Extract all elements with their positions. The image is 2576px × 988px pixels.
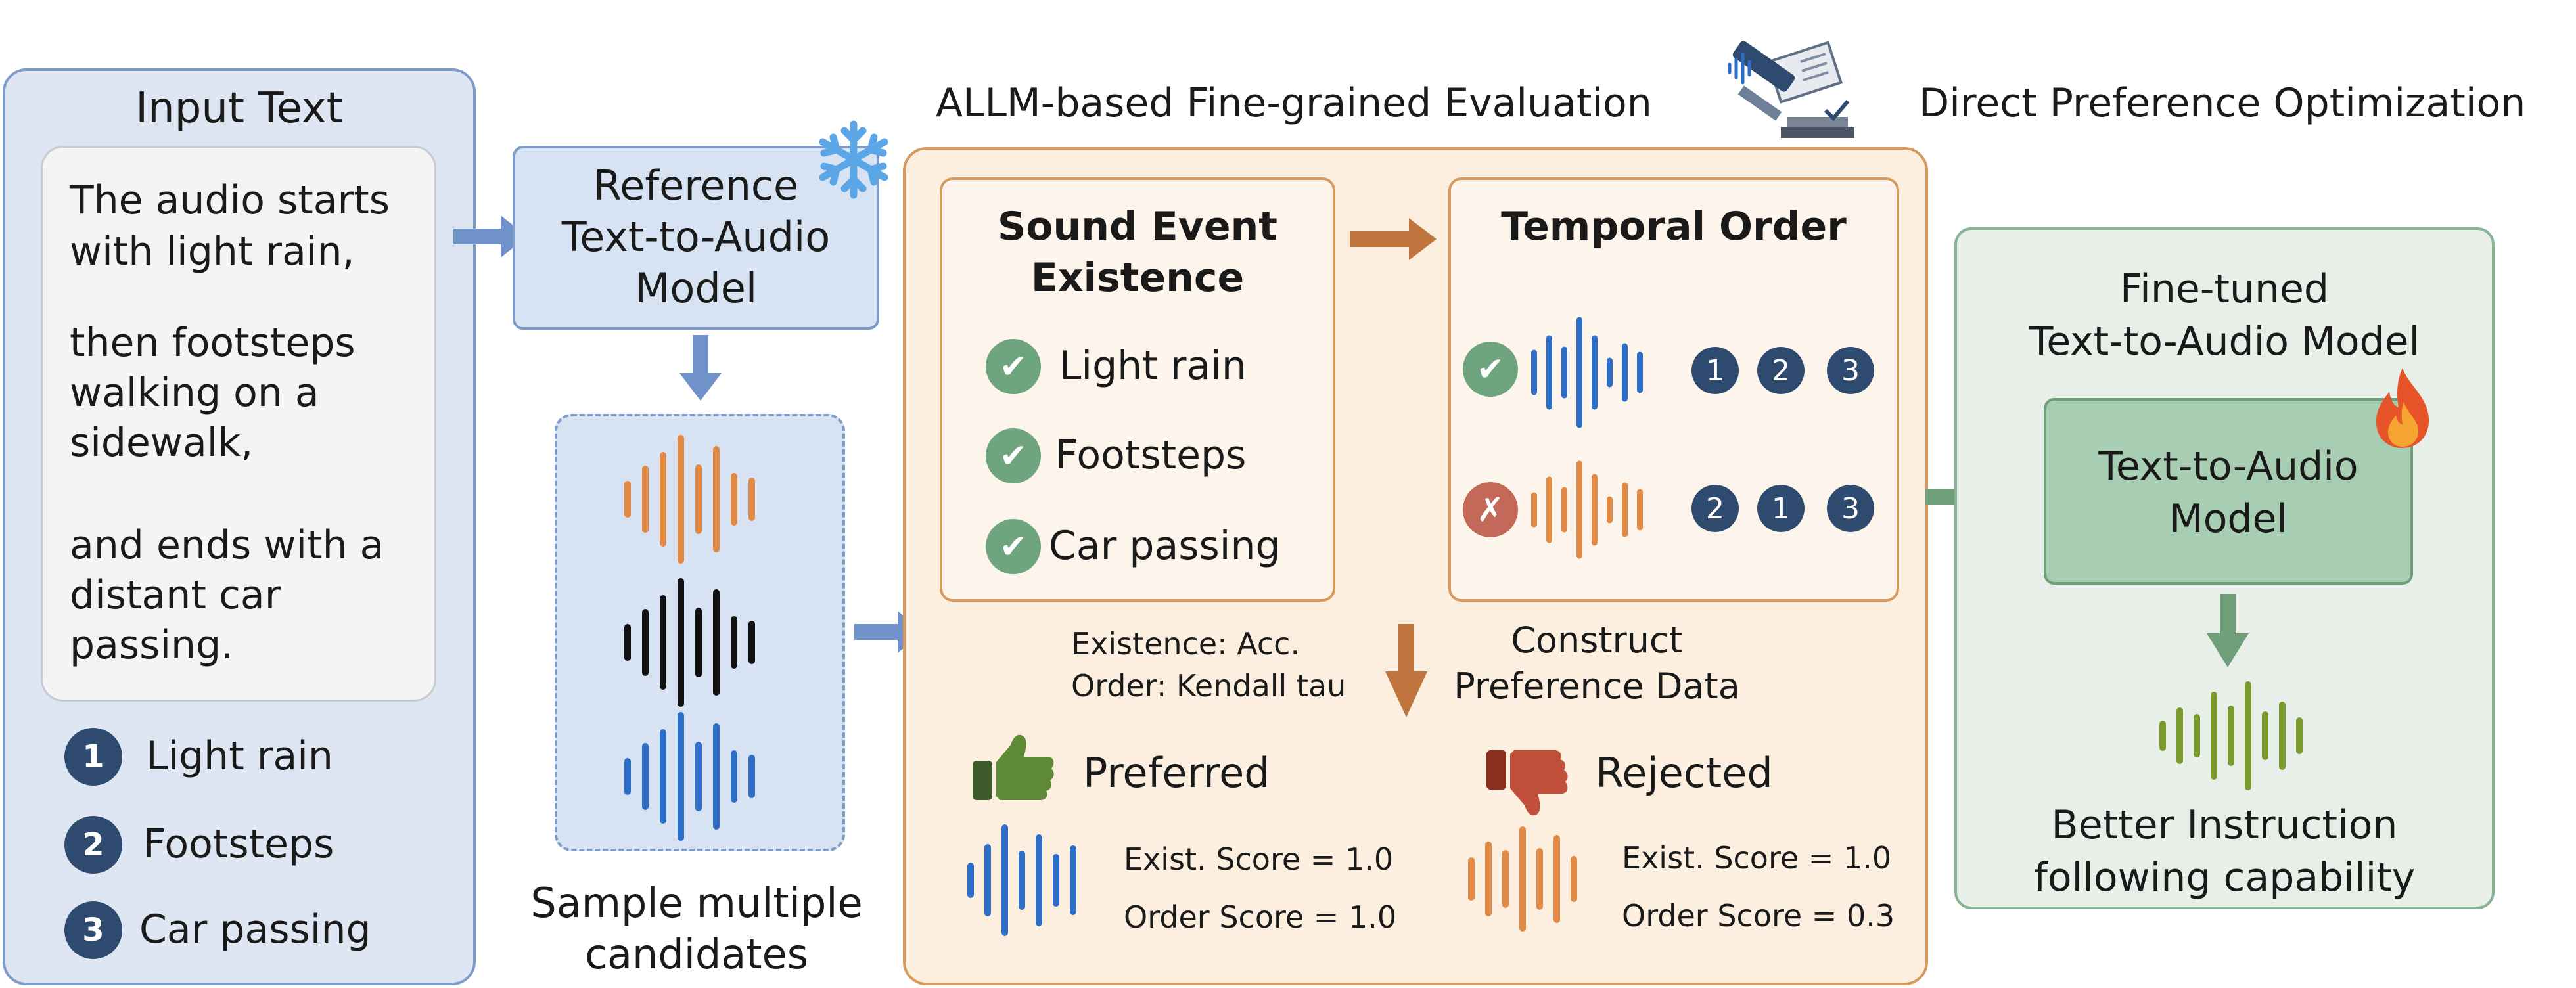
metric-line: Existence: Acc.: [1071, 626, 1300, 662]
metric-line: Order: Kendall tau: [1071, 668, 1346, 704]
temporal-box: [1448, 177, 1899, 602]
order-number: 1: [1757, 485, 1805, 532]
preferred-scores: Exist. Score = 1.0 Order Score = 1.0: [1124, 830, 1396, 946]
existence-title: Sound Event Existence: [940, 201, 1335, 303]
arrow-reference-to-candidates: [679, 335, 722, 401]
event-label-1: Light rain: [146, 733, 333, 779]
check-icon: ✔: [986, 519, 1041, 574]
preferred-label: Preferred: [1083, 749, 1270, 797]
finetuned-title-line: Text-to-Audio Model: [2029, 319, 2420, 365]
construct-line: Preference Data: [1454, 665, 1740, 707]
snowflake-icon: [819, 120, 888, 199]
order-number: 2: [1757, 347, 1805, 394]
model-line: Model: [2169, 496, 2288, 542]
score-line: Exist. Score = 1.0: [1124, 842, 1394, 877]
fire-icon: [2376, 368, 2429, 448]
evaluation-header: ALLM-based Fine-grained Evaluation: [936, 80, 1652, 126]
thumbs-down-icon: [1486, 750, 1568, 816]
input-line: then footsteps: [70, 320, 356, 366]
candidate-waveform-black: [624, 578, 755, 707]
reference-model-box: [513, 146, 879, 330]
preferred-waveform: [967, 824, 1076, 936]
input-text-title: Input Text: [135, 84, 343, 133]
construct-line: Construct: [1511, 619, 1683, 661]
input-line: and ends with a: [70, 522, 384, 568]
thumbs-up-icon: [973, 734, 1054, 800]
existence-item-2: Footsteps: [1055, 432, 1247, 478]
candidate-waveform-blue: [624, 712, 755, 841]
input-line: sidewalk,: [70, 420, 254, 466]
reference-line: Reference: [593, 162, 799, 210]
finetuned-model-label: Text-to-Audio Model: [2044, 440, 2413, 545]
check-icon: ✔: [986, 339, 1041, 394]
model-line: Text-to-Audio: [2098, 443, 2358, 489]
order-number: 2: [1691, 485, 1739, 532]
gavel-icon: [1728, 41, 1854, 138]
event-label-3: Car passing: [139, 907, 371, 953]
caption-line: candidates: [584, 930, 809, 978]
score-line: Order Score = 0.3: [1622, 898, 1895, 933]
existence-title-line: Existence: [1030, 255, 1245, 301]
input-line: distant car: [70, 572, 281, 618]
candidates-caption: Sample multiple candidates: [499, 878, 894, 980]
arrow-input-to-reference: [453, 215, 527, 258]
reference-line: Model: [634, 264, 758, 312]
input-line: passing.: [70, 622, 234, 668]
finetuned-title: Fine-tuned Text-to-Audio Model: [1954, 263, 2495, 368]
event-number-1: 1: [64, 728, 122, 786]
arrow-model-down: [2207, 594, 2249, 667]
existence-title-line: Sound Event: [998, 204, 1277, 250]
finetuned-caption-line: Better Instruction: [2051, 802, 2398, 848]
arrow-existence-to-temporal: [1350, 218, 1437, 260]
finetuned-model-box: [2044, 398, 2413, 585]
rejected-scores: Exist. Score = 1.0 Order Score = 0.3: [1622, 829, 1895, 945]
order-number: 3: [1827, 347, 1874, 394]
check-icon: ✔: [1463, 342, 1518, 397]
event-number-2: 2: [64, 816, 122, 874]
cross-icon: ✗: [1463, 482, 1518, 537]
input-line: The audio starts: [70, 177, 390, 223]
temporal-waveform-orange: [1531, 460, 1643, 559]
input-text-card: [41, 146, 436, 702]
score-line: Order Score = 1.0: [1124, 899, 1397, 935]
input-text-paragraph-1: The audio starts with light rain,: [70, 175, 390, 277]
input-line: with light rain,: [70, 229, 355, 275]
temporal-title: Temporal Order: [1501, 204, 1847, 250]
temporal-waveform-blue: [1531, 317, 1643, 428]
order-number: 3: [1827, 485, 1874, 532]
candidate-waveform-orange: [624, 435, 755, 564]
reference-model-label: Reference Text-to-Audio Model: [513, 160, 879, 314]
check-icon: ✔: [986, 428, 1041, 483]
input-text-paragraph-3: and ends with a distant car passing.: [70, 520, 384, 670]
existence-item-3: Car passing: [1049, 523, 1281, 569]
finetuned-caption-line: following capability: [2033, 855, 2416, 901]
input-text-paragraph-2: then footsteps walking on a sidewalk,: [70, 318, 356, 468]
output-waveform-green: [2159, 681, 2303, 790]
finetuned-title-line: Fine-tuned: [2120, 266, 2329, 312]
dpo-header: Direct Preference Optimization: [1919, 80, 2526, 126]
finetuned-caption: Better Instruction following capability: [1954, 799, 2495, 904]
event-number-3: 3: [64, 901, 122, 959]
rejected-label: Rejected: [1596, 749, 1773, 797]
metrics-text: Existence: Acc. Order: Kendall tau: [1071, 623, 1346, 707]
score-line: Exist. Score = 1.0: [1622, 840, 1892, 876]
caption-line: Sample multiple: [530, 879, 863, 927]
order-number: 1: [1691, 347, 1739, 394]
rejected-waveform: [1468, 826, 1577, 932]
event-label-2: Footsteps: [143, 821, 334, 867]
arrow-construct-down: [1385, 624, 1427, 717]
existence-item-1: Light rain: [1059, 343, 1247, 389]
reference-line: Text-to-Audio: [561, 213, 831, 261]
input-line: walking on a: [70, 370, 319, 416]
construct-text: Construct Preference Data: [1433, 618, 1761, 709]
